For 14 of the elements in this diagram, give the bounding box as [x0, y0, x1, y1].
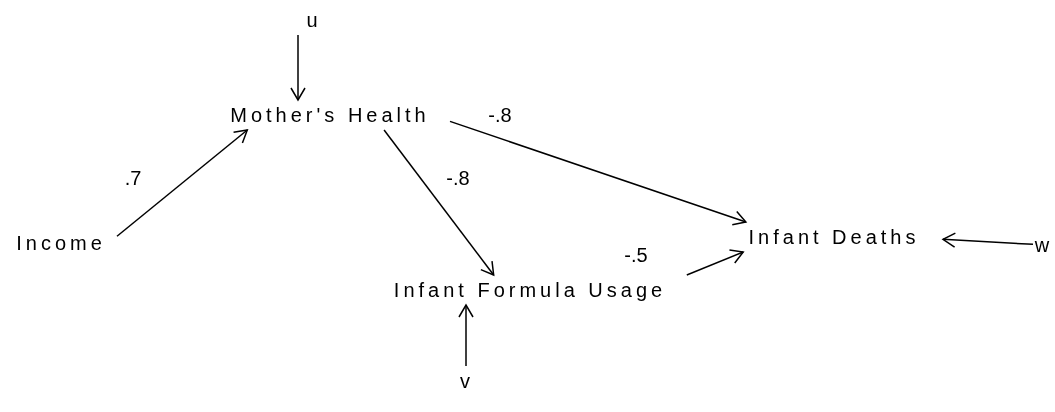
node-label: Mother's Health	[230, 103, 430, 127]
arrow	[449, 120, 747, 226]
arrow	[290, 34, 306, 101]
node-label: Income	[16, 231, 106, 255]
arrow	[458, 304, 474, 367]
arrow	[942, 232, 1034, 248]
arrow	[383, 129, 495, 276]
node-label: v	[460, 369, 474, 393]
arrow	[116, 129, 249, 238]
node-label: Infant Deaths	[748, 225, 920, 249]
node-label: u	[306, 8, 322, 32]
node-label: Infant Formula Usage	[393, 278, 667, 302]
arrow	[686, 249, 744, 276]
node-label: w	[1034, 233, 1054, 257]
